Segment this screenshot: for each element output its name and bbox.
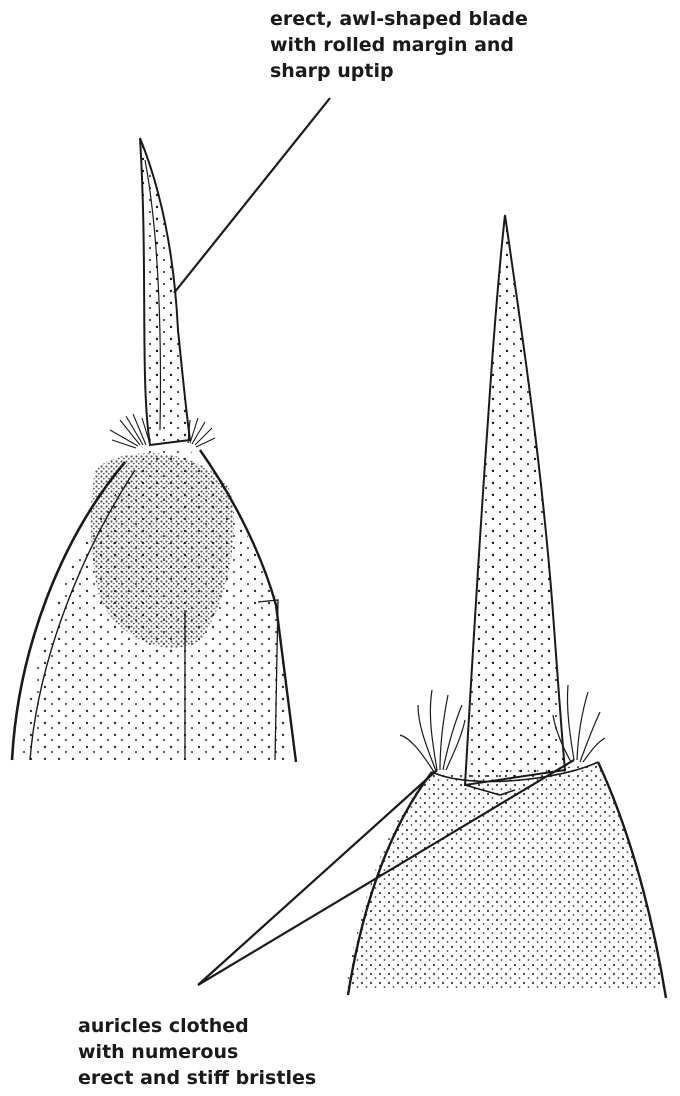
right-bristle-tuft-left (400, 690, 465, 772)
blade-label-line-2: with rolled margin and (270, 32, 528, 58)
auricles-label-line-2: with numerous (78, 1039, 316, 1065)
left-blade (140, 138, 190, 445)
blade-label-line-3: sharp uptip (270, 58, 528, 84)
auricles-label-line-1: auricles clothed (78, 1013, 316, 1039)
auricles-label-line-3: erect and stiff bristles (78, 1065, 316, 1091)
blade-label-line-1: erect, awl-shaped blade (270, 6, 528, 32)
blade-leader-line (174, 98, 330, 293)
left-specimen (12, 138, 296, 762)
right-specimen (345, 215, 666, 998)
blade-callout-label: erect, awl-shaped blade with rolled marg… (270, 6, 528, 84)
auricles-callout-label: auricles clothed with numerous erect and… (78, 1013, 316, 1091)
right-blade (465, 215, 565, 785)
right-sheath-stipple (345, 765, 665, 990)
